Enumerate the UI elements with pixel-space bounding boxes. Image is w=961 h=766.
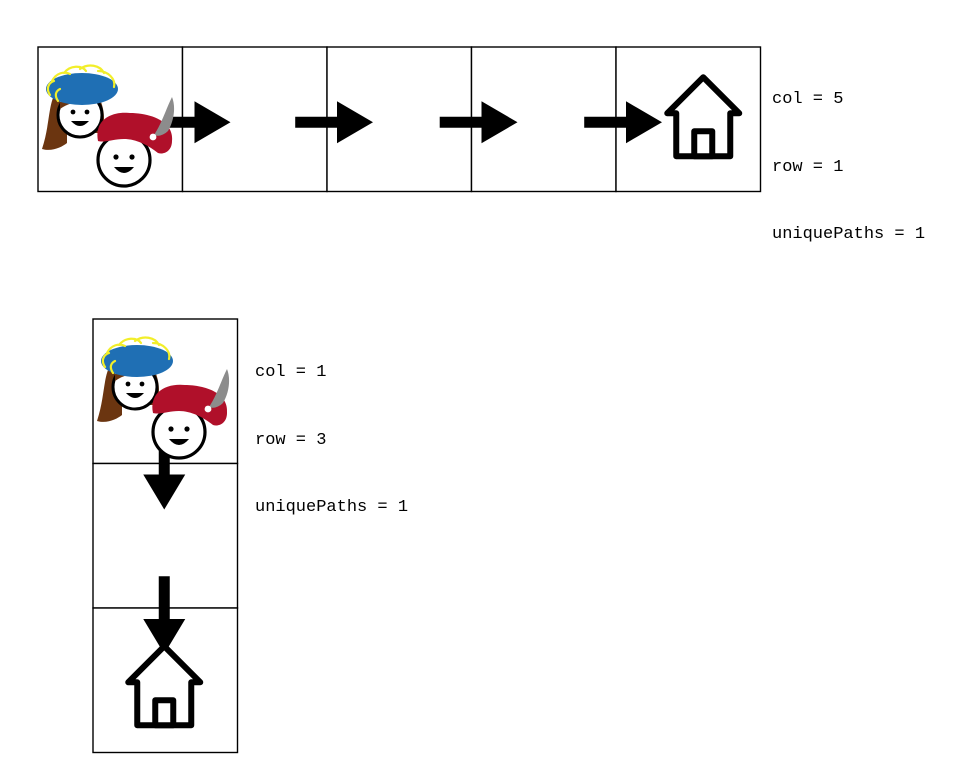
example-horizontal	[37, 46, 762, 193]
caption-col: col = 1	[255, 363, 327, 382]
arrow-right-icon	[295, 101, 373, 144]
example-vertical	[92, 318, 239, 754]
caption-row: row = 3	[255, 430, 327, 450]
arrow-right-icon	[168, 101, 231, 144]
arrow-right-icon	[439, 101, 518, 144]
arrow-down-icon	[143, 576, 186, 654]
arrow-right-icon	[584, 101, 662, 144]
caption-unique-paths: uniquePaths = 1	[255, 498, 409, 517]
caption-horizontal: col = 5 row = 1 uniquePaths = 1	[772, 44, 925, 269]
caption-row: row = 1	[772, 157, 844, 177]
caption-vertical: col = 1 row = 3 uniquePaths = 1	[255, 317, 408, 542]
caption-col: col = 5	[772, 90, 844, 109]
caption-unique-paths: uniquePaths = 1	[772, 225, 926, 244]
